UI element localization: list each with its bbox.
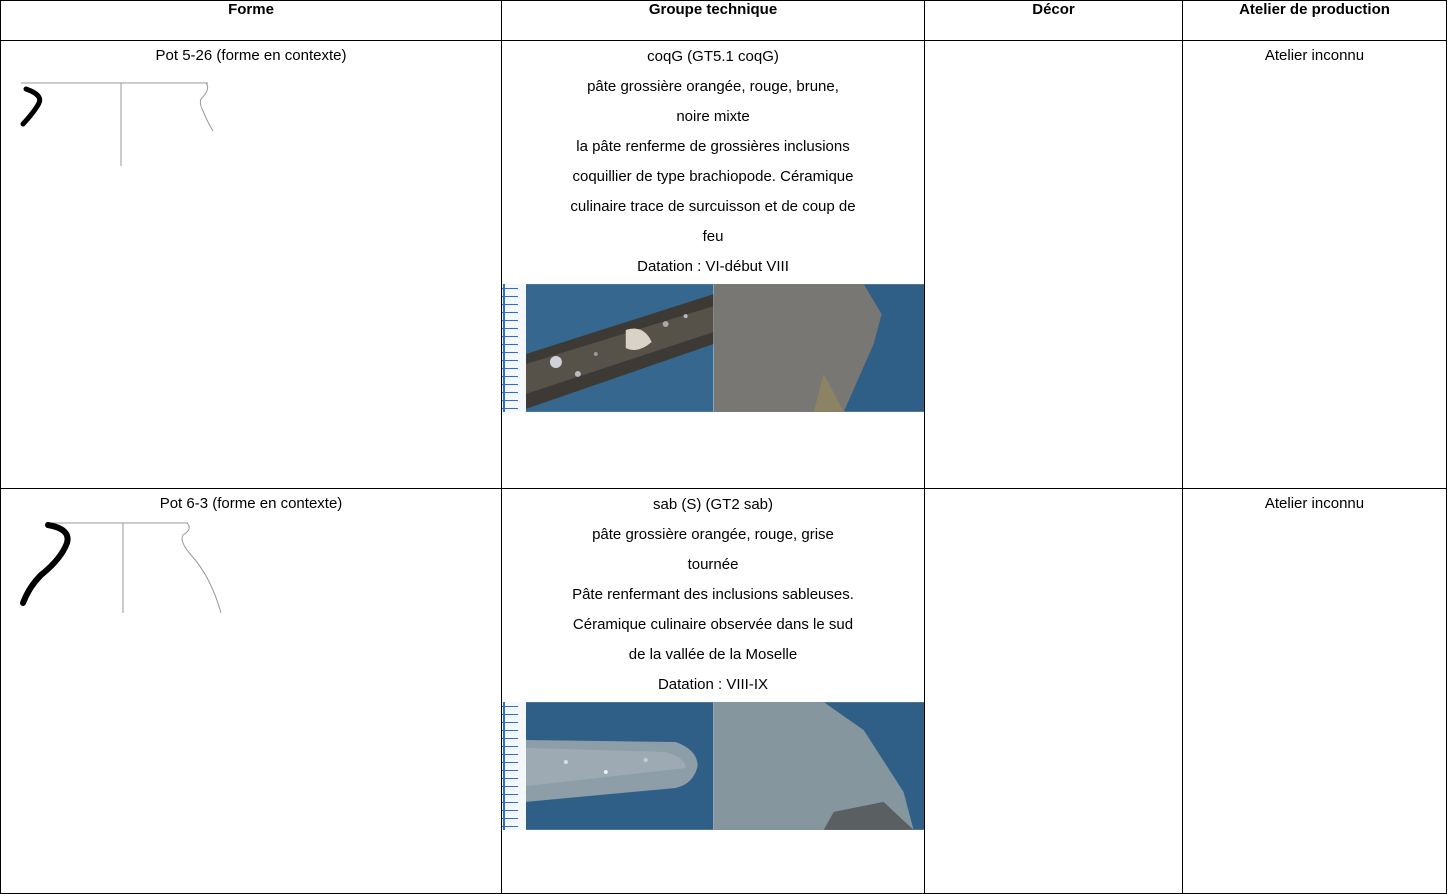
groupe-line: sab (S) (GT2 sab) [652,496,774,513]
sherd-photo [502,284,924,412]
forme-title: Pot 6-3 (forme en contexte) [159,495,343,512]
groupe-line: pâte grossière orangée, rouge, brune, [587,78,839,95]
surface-photo [713,702,924,830]
groupe-line: de la vallée de la Moselle [628,646,798,663]
groupe-line: feu [702,228,724,245]
scale-ruler [502,284,526,412]
groupe-line: culinaire trace de surcuisson et de coup… [570,198,856,215]
groupe-line: tournée [687,556,739,573]
groupe-line: coqG (GT5.1 coqG) [647,48,779,65]
groupe-line: Datation : VI-début VIII [637,258,789,275]
groupe-text: sab (S) (GT2 sab) pâte grossière orangée… [502,489,924,700]
groupe-text: coqG (GT5.1 coqG) pâte grossière orangée… [502,41,924,282]
forme-title: Pot 5-26 (forme en contexte) [155,47,347,64]
atelier-text: Atelier inconnu [1264,495,1365,512]
header-row: Forme Groupe technique Décor Atelier de … [0,0,1447,41]
sherd-photo [502,702,924,830]
groupe-line: Pâte renfermant des inclusions sableuses… [572,586,854,603]
section-photo [525,702,714,830]
header-forme: Forme [0,0,502,41]
groupe-cell: sab (S) (GT2 sab) pâte grossière orangée… [501,488,925,894]
atelier-cell: Atelier inconnu [1182,488,1447,894]
header-decor: Décor [924,0,1183,41]
groupe-line: coquillier de type brachiopode. Céramiqu… [572,168,854,185]
groupe-line: noire mixte [676,108,750,125]
forme-cell: Pot 6-3 (forme en contexte) [0,488,502,894]
groupe-line: pâte grossière orangée, rouge, grise [592,526,834,543]
profile-drawing [1,515,501,625]
surface-photo [713,284,924,412]
atelier-cell: Atelier inconnu [1182,40,1447,489]
profile-drawing [1,67,501,177]
header-groupe: Groupe technique [501,0,925,41]
table-row: Pot 6-3 (forme en contexte) sab (S) (GT2… [0,488,1447,894]
forme-cell: Pot 5-26 (forme en contexte) [0,40,502,489]
groupe-cell: coqG (GT5.1 coqG) pâte grossière orangée… [501,40,925,489]
decor-cell [924,40,1183,489]
scale-ruler [502,702,526,830]
decor-cell [924,488,1183,894]
groupe-line: Datation : VIII-IX [657,676,769,693]
atelier-text: Atelier inconnu [1264,47,1365,64]
header-atelier: Atelier de production [1182,0,1447,41]
table-row: Pot 5-26 (forme en contexte) coqG (GT5.1… [0,40,1447,489]
groupe-line: la pâte renferme de grossières inclusion… [576,138,850,155]
section-photo [525,284,714,412]
groupe-line: Céramique culinaire observée dans le sud [572,616,854,633]
